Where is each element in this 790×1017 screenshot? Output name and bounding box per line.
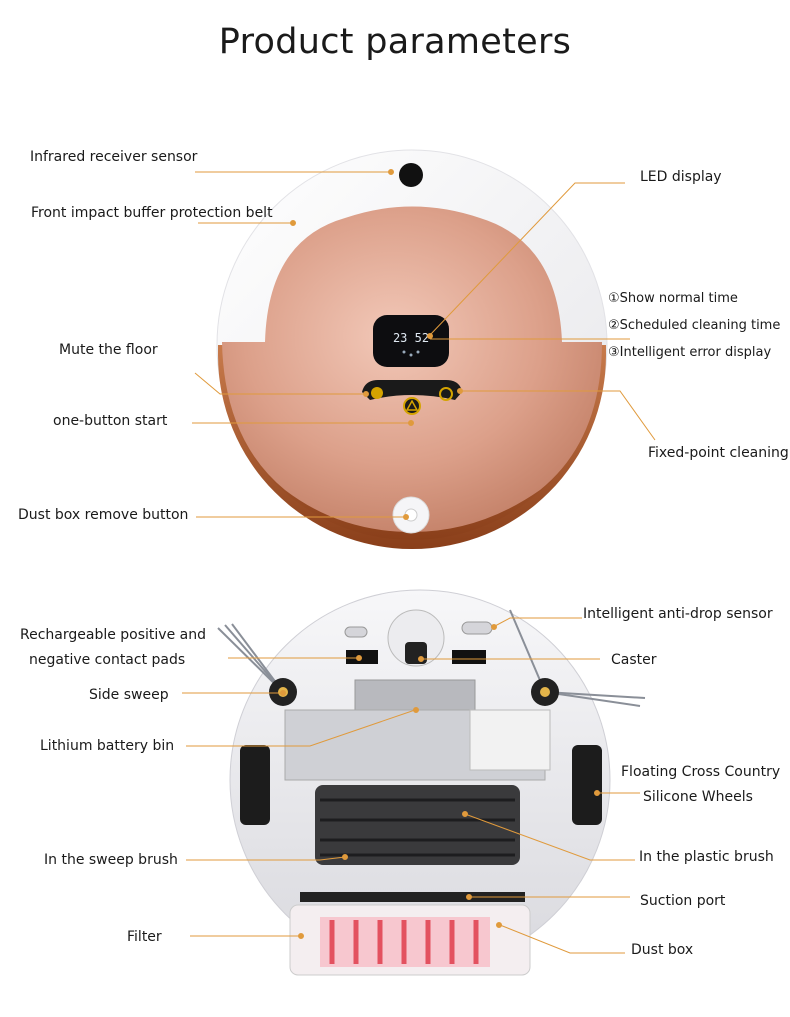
robot-bottom-view bbox=[182, 589, 646, 976]
infrared-sensor-icon bbox=[399, 163, 423, 187]
label-side-sweep: Side sweep bbox=[89, 687, 169, 703]
label-dust-box-remove: Dust box remove button bbox=[18, 507, 189, 523]
label-lithium-battery: Lithium battery bin bbox=[40, 738, 175, 754]
led-time-text: 23 52 bbox=[393, 331, 429, 345]
main-brush bbox=[315, 785, 520, 865]
label-suction-port: Suction port bbox=[640, 893, 726, 909]
label-fixed-point-cleaning: Fixed-point cleaning bbox=[648, 445, 789, 461]
mute-button-icon bbox=[371, 387, 383, 399]
contact-pad-right bbox=[452, 650, 486, 664]
label-front-buffer: Front impact buffer protection belt bbox=[31, 205, 273, 221]
label-plastic-brush: In the plastic brush bbox=[639, 849, 774, 865]
label-led-feature-2: ②Scheduled cleaning time bbox=[608, 318, 781, 333]
label-infrared-sensor: Infrared receiver sensor bbox=[30, 149, 198, 165]
label-led-feature-1: ①Show normal time bbox=[608, 291, 738, 306]
label-wheels-line1: Floating Cross Country bbox=[621, 764, 781, 780]
label-contact-pads-line1: Rechargeable positive and bbox=[20, 627, 206, 643]
label-filter: Filter bbox=[127, 929, 162, 945]
label-contact-pads-line2: negative contact pads bbox=[29, 652, 186, 668]
wheel-right bbox=[572, 745, 602, 825]
label-caster: Caster bbox=[611, 652, 657, 668]
robot-top-view: 23 52 bbox=[192, 149, 656, 549]
label-sweep-brush: In the sweep brush bbox=[44, 852, 178, 868]
label-mute-floor: Mute the floor bbox=[59, 342, 158, 358]
button-panel bbox=[362, 380, 462, 400]
led-display-panel bbox=[373, 315, 449, 367]
label-wheels-line2: Silicone Wheels bbox=[643, 789, 753, 805]
fixed-point-button-icon bbox=[439, 387, 453, 401]
rose-gold-body bbox=[222, 206, 602, 532]
caster-icon bbox=[387, 609, 445, 667]
wheel-left bbox=[240, 745, 270, 825]
label-led-display: LED display bbox=[640, 169, 722, 185]
label-anti-drop-sensor: Intelligent anti-drop sensor bbox=[583, 606, 773, 622]
label-one-button-start: one-button start bbox=[53, 413, 168, 429]
label-led-feature-3: ③Intelligent error display bbox=[608, 345, 772, 360]
label-dust-box: Dust box bbox=[631, 942, 694, 958]
contact-pad-left bbox=[346, 650, 378, 664]
page-title: Product parameters bbox=[218, 22, 572, 62]
suction-port bbox=[300, 892, 525, 902]
